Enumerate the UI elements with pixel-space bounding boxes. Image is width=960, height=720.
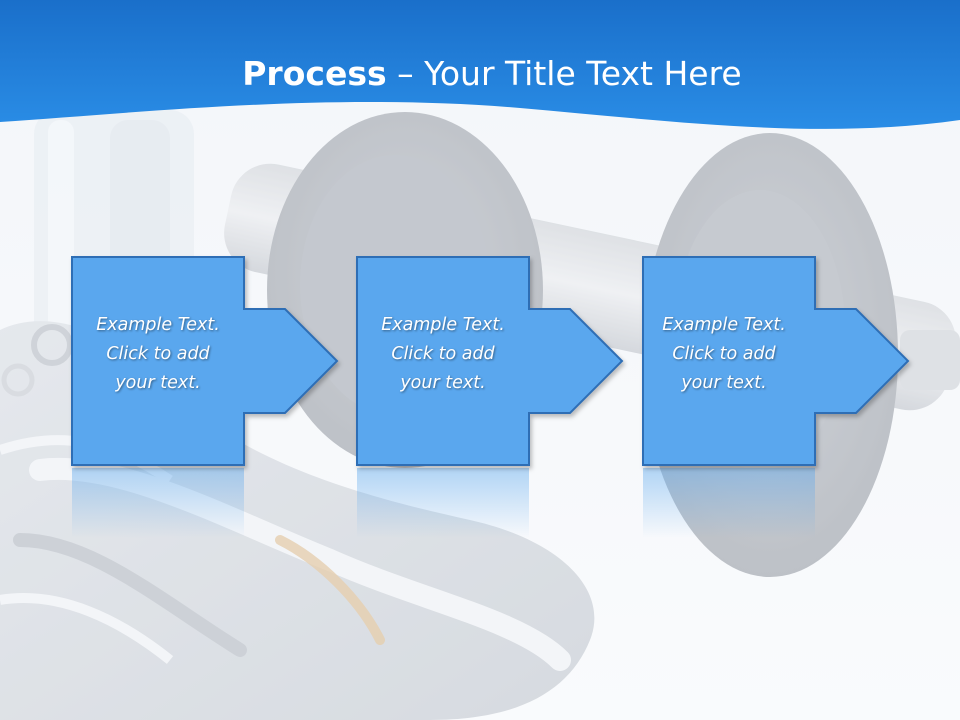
title-bold: Process [242, 54, 387, 93]
process-step-3-text[interactable]: Example Text. Click to add your text. [638, 311, 810, 398]
process-step-1[interactable] [71, 256, 339, 466]
process-step-1-text[interactable]: Example Text. Click to add your text. [72, 311, 244, 398]
step-line: Example Text. [96, 315, 220, 335]
step-line: Example Text. [381, 315, 505, 335]
step-line: Click to add [672, 344, 776, 364]
step-line: Click to add [391, 344, 495, 364]
step-reflections [72, 468, 815, 538]
step-line: Click to add [106, 344, 210, 364]
title-dash: – [386, 54, 425, 93]
process-step-3[interactable] [642, 256, 910, 466]
header-band [0, 0, 960, 129]
step-line: your text. [681, 373, 767, 393]
step-line: your text. [115, 373, 201, 393]
slide-title: Process – Your Title Text Here [0, 52, 960, 96]
title-rest: Your Title Text Here [424, 54, 742, 93]
step-line: your text. [400, 373, 486, 393]
process-step-2-text[interactable]: Example Text. Click to add your text. [357, 311, 529, 398]
process-step-2[interactable] [356, 256, 624, 466]
step-line: Example Text. [662, 315, 786, 335]
